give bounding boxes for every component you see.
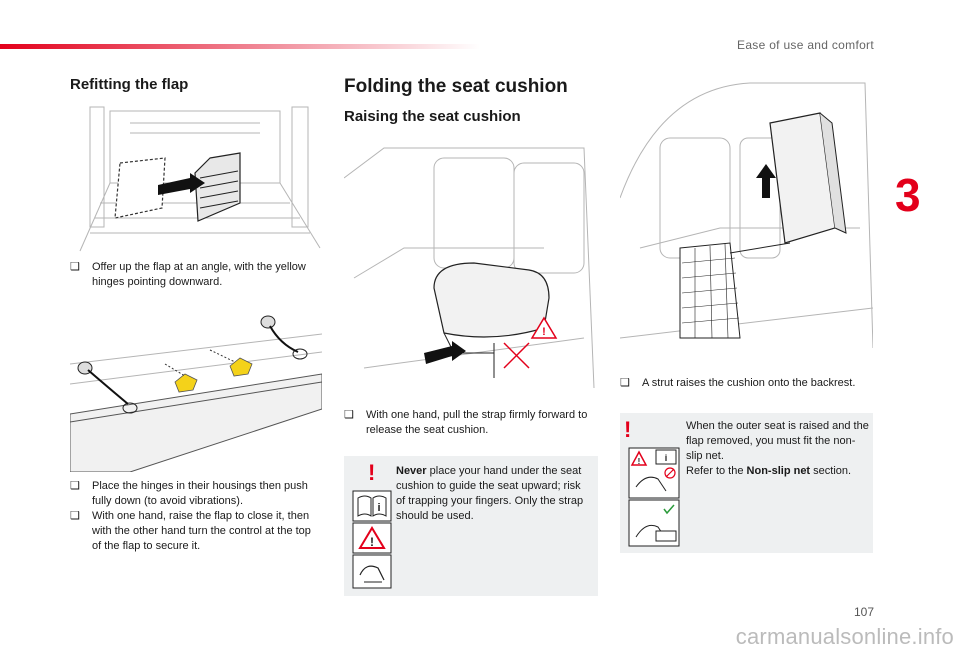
step-raise-flap: ❑With one hand, raise the flap to close …	[70, 510, 311, 552]
step-pull-strap: ❑With one hand, pull the strap firmly fo…	[344, 409, 588, 436]
page-number: 107	[853, 605, 874, 619]
chapter-number: 3	[895, 169, 921, 221]
bullet-icon: ❑	[620, 377, 630, 389]
step-place-hinges: ❑Place the hinges in their housings then…	[70, 480, 308, 507]
step-offer-flap: ❑Offer up the flap at an angle, with the…	[70, 261, 306, 288]
header-accent-bar	[0, 44, 480, 49]
svg-text:i: i	[377, 502, 380, 514]
warning-text-net: When the outer seat is raised and the fl…	[686, 420, 869, 477]
illustration-hinges	[70, 304, 322, 472]
svg-text:!: !	[542, 326, 546, 338]
net-section-reference: Refer to the Non-slip net section.	[686, 465, 852, 477]
bullet-icon: ❑	[70, 261, 80, 273]
left-steps: ❑Place the hinges in their housings then…	[70, 479, 322, 554]
illustration-strut-cushion	[620, 78, 873, 368]
svg-text:!: !	[638, 457, 641, 466]
step-strut-raises: ❑A strut raises the cushion onto the bac…	[620, 377, 856, 389]
warning-pictograms-icon: i !	[352, 490, 392, 590]
bullet-icon: ❑	[70, 510, 80, 522]
section-title: Ease of use and comfort	[737, 38, 874, 52]
warning-exclamation-icon: !	[624, 417, 632, 442]
heading-refitting-flap: Refitting the flap	[70, 76, 189, 93]
warning-exclamation-icon: !	[368, 460, 376, 485]
warning-box-net: ! ! i When the outer seat is raised and …	[620, 413, 873, 553]
illustration-flap-offer	[70, 103, 322, 253]
warning-box-hand: ! i ! Never place your hand under the se…	[344, 456, 598, 596]
heading-folding-seat-cushion: Folding the seat cushion	[344, 76, 568, 97]
svg-text:!: !	[370, 535, 374, 549]
heading-raising-seat-cushion: Raising the seat cushion	[344, 108, 521, 125]
bullet-icon: ❑	[344, 409, 354, 421]
warning-text-hand: Never place your hand under the seat cus…	[396, 465, 584, 522]
bullet-icon: ❑	[70, 480, 80, 492]
watermark: carmanualsonline.info	[735, 624, 954, 649]
net-pictograms-icon: ! i	[628, 447, 680, 547]
illustration-seat-cushion-strap: !	[344, 138, 598, 388]
svg-text:i: i	[665, 453, 668, 463]
